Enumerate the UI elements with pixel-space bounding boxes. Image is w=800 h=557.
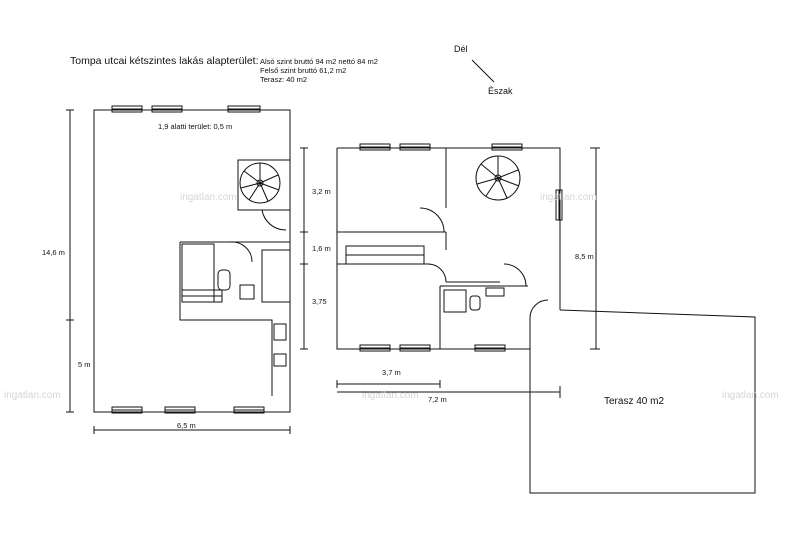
dim-right-width-total: 7,2 m — [428, 395, 447, 404]
area-line-upper-floor: Felső szint bruttó 61,2 m2 — [260, 66, 347, 75]
dim-right-width-left: 3,7 m — [382, 368, 401, 377]
dim-left-total-height: 14,6 m — [42, 248, 65, 257]
low-ceiling-note: 1,9 alatti terület: 0,5 m — [158, 122, 233, 131]
watermark: ingatlan.com — [540, 192, 597, 203]
compass-south-label: Dél — [454, 44, 468, 54]
dim-right-height: 8,5 m — [575, 252, 594, 261]
right-floor-plan — [300, 143, 600, 398]
watermark: ingatlan.com — [722, 390, 779, 401]
compass-north-label: Észak — [488, 86, 513, 96]
watermark: ingatlan.com — [362, 390, 419, 401]
watermark: ingatlan.com — [180, 192, 237, 203]
dim-right-upper-room: 3,2 m — [312, 187, 331, 196]
dim-left-width: 6,5 m — [177, 421, 196, 430]
watermark: ingatlan.com — [4, 390, 61, 401]
dim-right-middle: 1,6 m — [312, 244, 331, 253]
left-floor-plan — [66, 105, 291, 434]
terrace-label: Terasz 40 m2 — [604, 396, 665, 407]
area-line-terrace: Terasz: 40 m2 — [260, 75, 308, 84]
terrace-outline — [529, 309, 756, 494]
dim-left-lower-height: 5 m — [78, 360, 91, 369]
plan-title: Tompa utcai kétszintes lakás alapterület… — [70, 55, 259, 67]
area-line-lower-floor: Alsó szint bruttó 94 m2 nettó 84 m2 — [260, 57, 378, 66]
dim-right-lower-room: 3,75 — [312, 297, 327, 306]
compass-line — [471, 59, 495, 83]
